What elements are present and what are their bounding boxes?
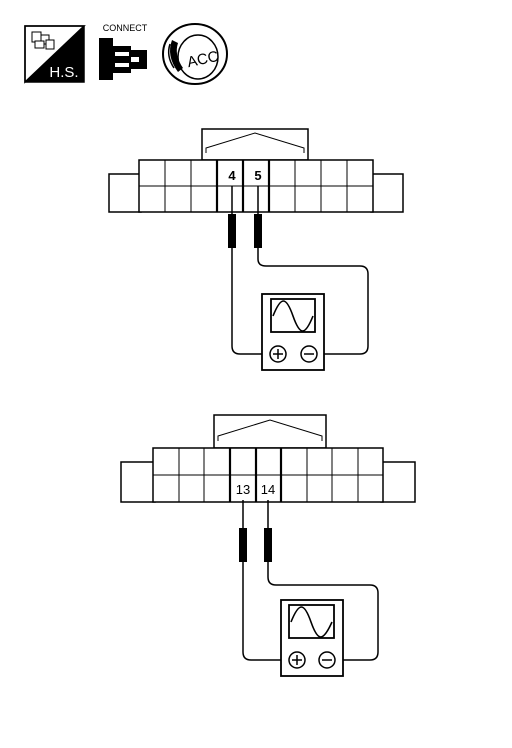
oscilloscope-bottom [280,599,344,677]
key-acc-label: ACC [186,48,221,71]
hs-label: H.S. [49,64,78,81]
connect-label: CONNECT [103,23,148,33]
oscilloscope-top [261,293,325,371]
probe-bottom-minus [264,500,272,562]
connect-icon: CONNECT [99,23,148,80]
minus-terminal-icon [300,345,318,363]
pin-label-13: 13 [236,482,250,497]
pin-label-4: 4 [228,168,236,183]
plus-terminal-icon [288,651,306,669]
probe-bottom-plus [239,500,247,562]
test-lead-bottom [242,562,379,661]
harness-side-icon: H.S. [24,25,86,84]
pin-label-5: 5 [254,168,261,183]
plus-terminal-icon [269,345,287,363]
connector-top: 4 5 [108,128,404,213]
connector-symbol-icon [31,31,55,50]
probe-top-minus [254,186,262,248]
minus-terminal-icon [318,651,336,669]
pin-label-14: 14 [261,482,275,497]
test-lead-top [231,248,369,355]
probe-top-plus [228,186,236,248]
ignition-key-acc-icon: ACC [162,23,228,85]
connector-bottom: 13 14 [120,414,416,503]
